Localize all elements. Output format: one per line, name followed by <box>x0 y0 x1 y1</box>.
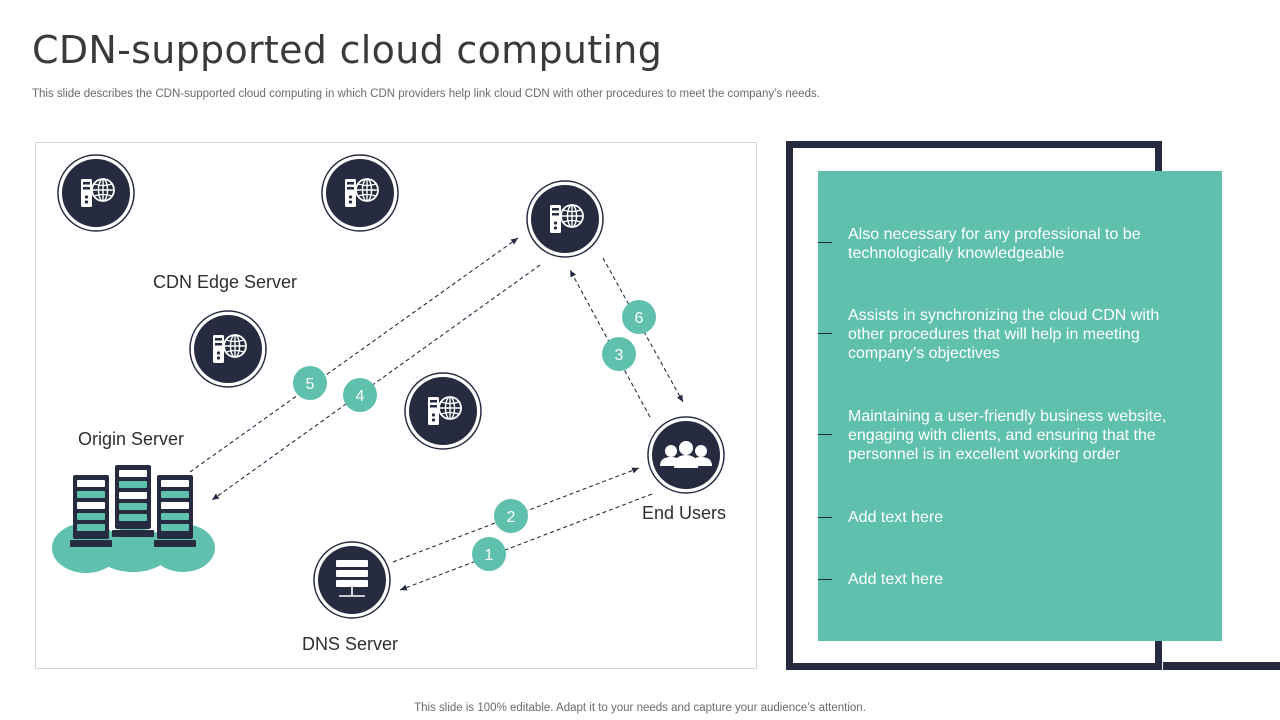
cdn-edge-server-label: CDN Edge Server <box>153 272 298 292</box>
step-badge-3: 3 <box>602 337 636 371</box>
step-label-1: 1 <box>485 547 494 564</box>
step-badge-4: 4 <box>343 378 377 412</box>
origin-server-label: Origin Server <box>78 429 185 449</box>
bullet-text: Add text here <box>848 509 944 526</box>
panel-frame-accent <box>1163 662 1280 670</box>
end-users-label: End Users <box>642 503 727 523</box>
step-label-4: 4 <box>356 388 365 405</box>
dns-server-label: DNS Server <box>302 634 399 654</box>
dns-server-icon <box>313 541 391 619</box>
bullet-text: Also necessary for any professional to b… <box>848 226 1141 262</box>
bullet-marker <box>818 434 832 435</box>
bullet-marker <box>818 517 832 518</box>
arrow-dns-to-users <box>392 467 640 563</box>
bullet-text: Maintaining a user-friendly business web… <box>848 408 1167 463</box>
page-footer: This slide is 100% editable. Adapt it to… <box>414 702 866 714</box>
page-title: CDN-supported cloud computing <box>32 28 663 72</box>
info-panel: Also necessary for any professional to b… <box>818 171 1222 641</box>
origin-server-cluster-icon <box>52 465 215 573</box>
bullet-marker <box>818 579 832 580</box>
bullet-text: Add text here <box>848 571 944 588</box>
edge-server-icon-5 <box>404 372 482 450</box>
step-label-2: 2 <box>507 509 516 526</box>
step-badge-2: 2 <box>494 499 528 533</box>
step-badge-6: 6 <box>622 300 656 334</box>
step-label-3: 3 <box>615 347 624 364</box>
bullet-marker <box>818 242 832 243</box>
step-label-6: 6 <box>635 310 644 327</box>
page-subtitle: This slide describes the CDN-supported c… <box>32 88 820 100</box>
edge-server-icon-1 <box>57 154 135 232</box>
step-badge-1: 1 <box>472 537 506 571</box>
diagram-frame <box>35 142 757 669</box>
step-badge-5: 5 <box>293 366 327 400</box>
arrow-edge-to-origin <box>211 264 541 501</box>
arrow-users-to-dns <box>399 493 653 591</box>
edge-server-icon-2 <box>321 154 399 232</box>
end-users-icon <box>647 416 725 494</box>
bullet-marker <box>818 333 832 334</box>
step-label-5: 5 <box>306 376 315 393</box>
bullet-text: Assists in synchronizing the cloud CDN w… <box>848 307 1160 362</box>
edge-server-icon-4 <box>189 310 267 388</box>
edge-server-icon-3 <box>526 180 604 258</box>
